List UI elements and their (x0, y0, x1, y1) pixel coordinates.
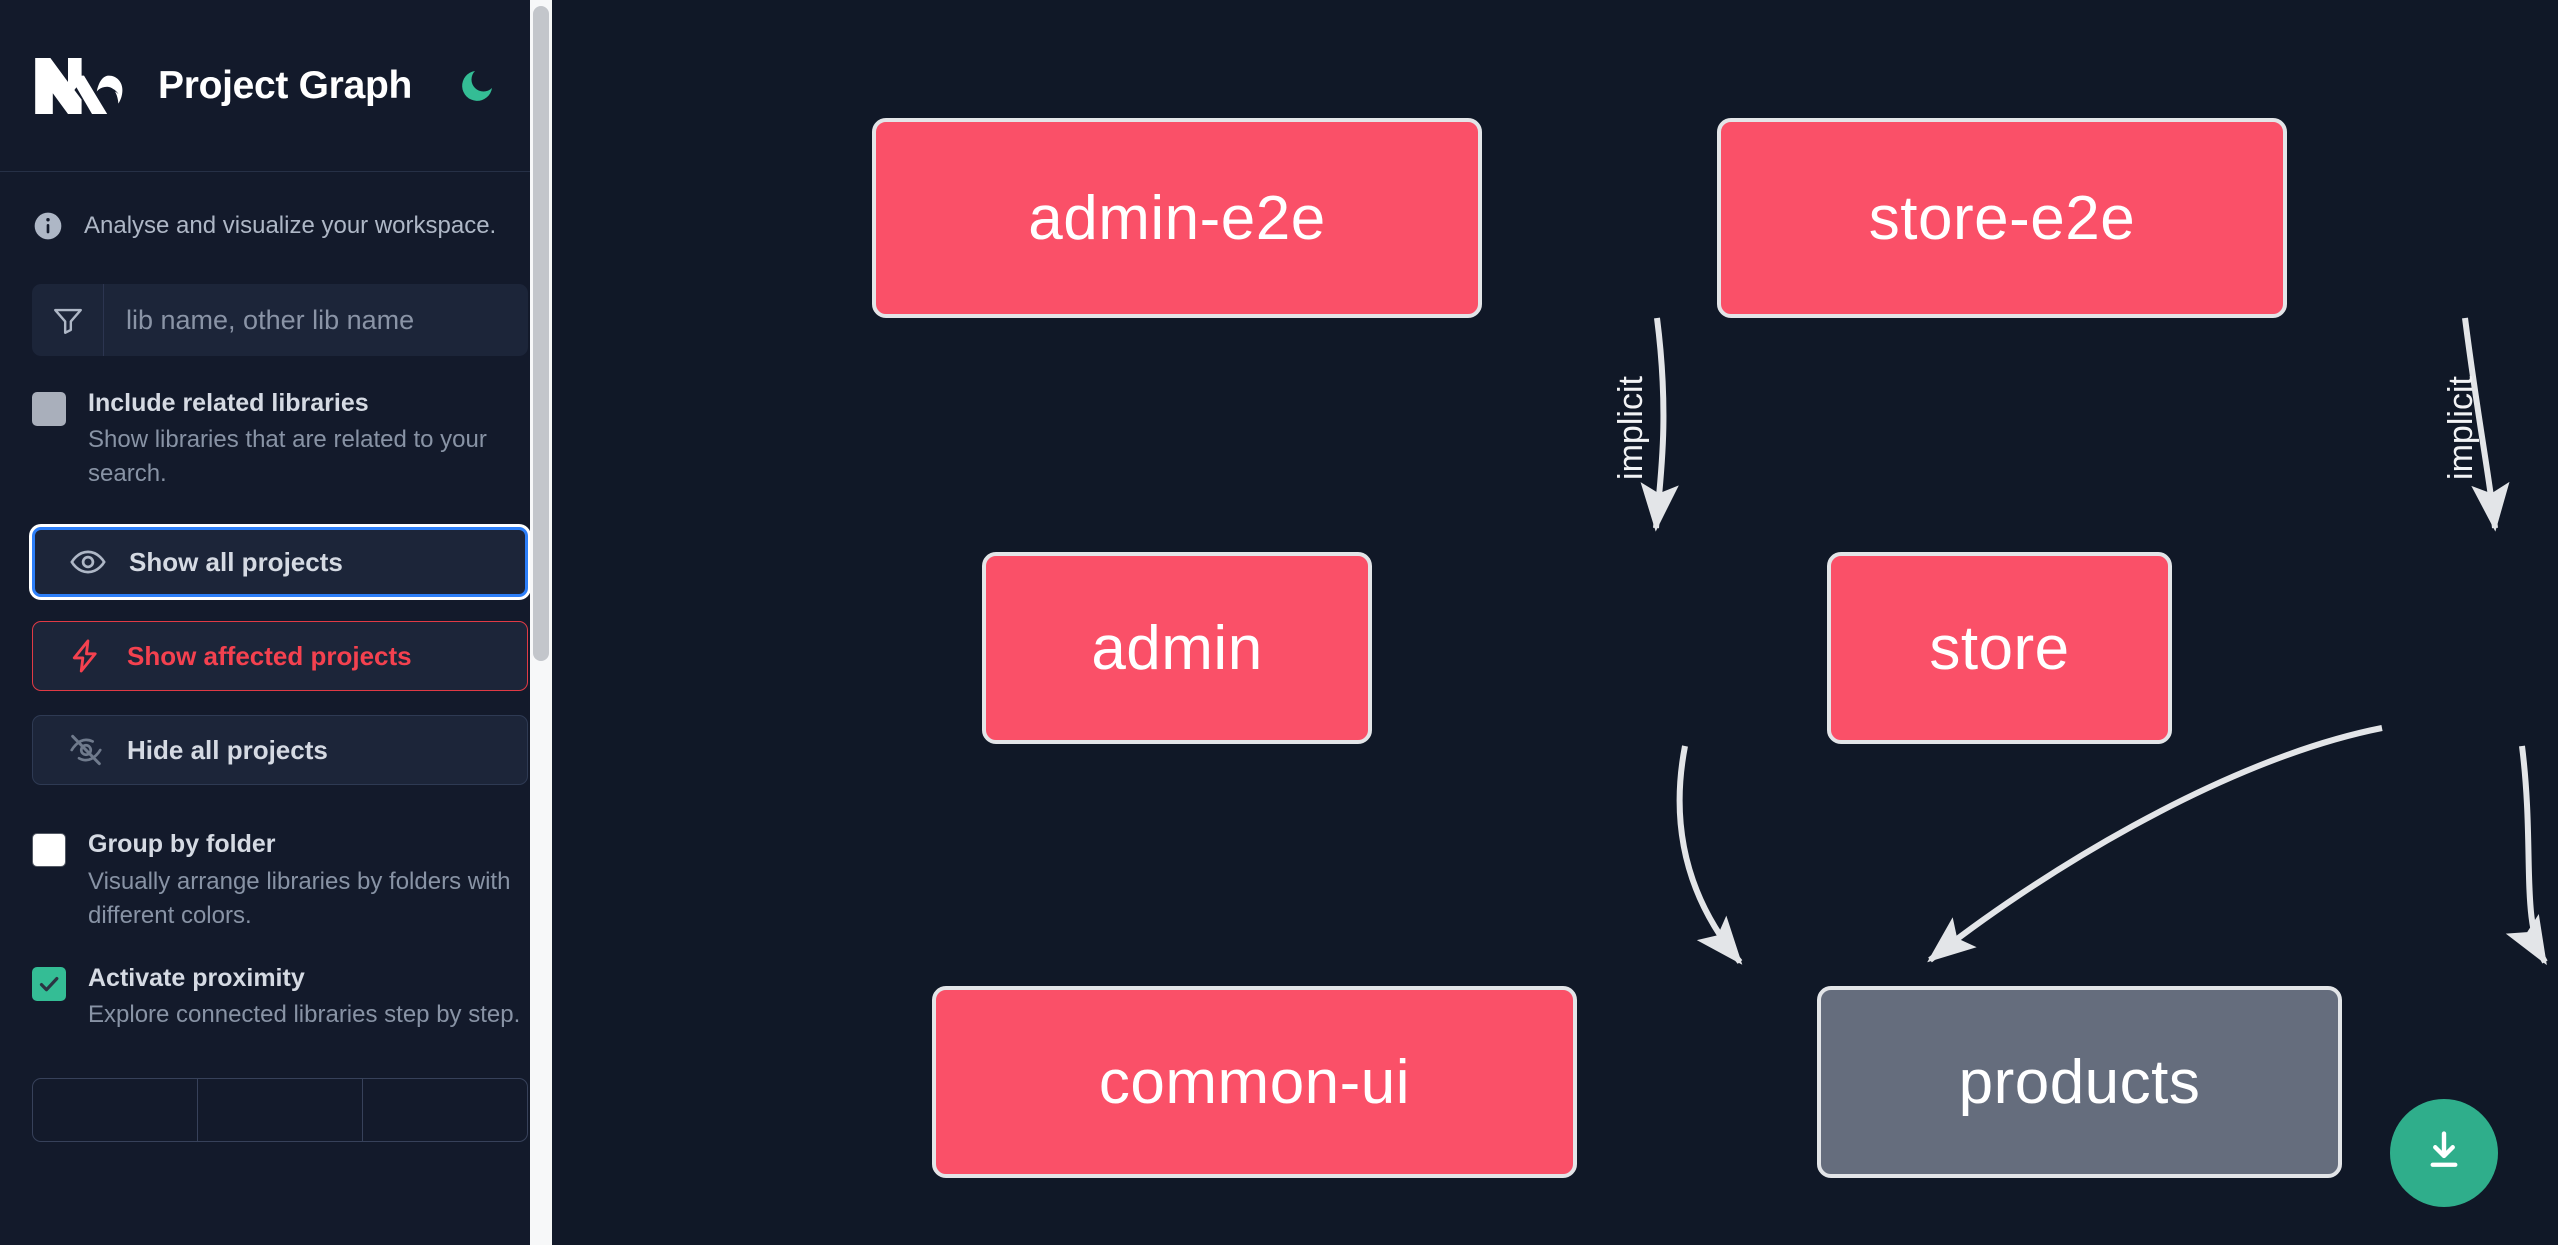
hide-all-projects-button[interactable]: Hide all projects (32, 715, 528, 786)
eye-icon (69, 543, 107, 581)
graph-node-label: products (1958, 1047, 2201, 1117)
graph-canvas[interactable]: implicit implicit admin-e2e store-e2e ad… (560, 0, 2558, 1245)
activate-proximity-checkbox[interactable] (32, 966, 66, 1001)
graph-node-label: store (1929, 613, 2070, 683)
filter-row (0, 242, 560, 356)
segmented-control (32, 1078, 528, 1143)
edge-admin-e2e-to-admin (1640, 317, 1679, 532)
include-related-libraries-checkbox[interactable] (32, 392, 66, 426)
edge-store-to-common-ui (1927, 725, 2383, 963)
info-icon (32, 210, 64, 242)
filter-box (32, 284, 528, 356)
segment-3[interactable] (363, 1079, 527, 1141)
edge-store-to-products (2505, 745, 2548, 966)
graph-action-buttons: Show all projects Show affected projects (0, 491, 560, 786)
segment-1[interactable] (33, 1079, 198, 1142)
segment-2[interactable] (198, 1079, 363, 1142)
moon-icon[interactable] (454, 63, 500, 109)
sidebar-header: Project Graph (0, 0, 560, 172)
checkbox-texts: Activate proximity Explore connected lib… (88, 963, 528, 1032)
eye-off-icon (67, 731, 105, 769)
sidebar-tagline: Analyse and visualize your workspace. (0, 172, 560, 242)
edge-store-e2e-to-store (2462, 317, 2510, 532)
graph-edges: implicit implicit (1612, 317, 2548, 966)
check-icon (39, 976, 59, 992)
include-related-libraries-label: Include related libraries (88, 389, 369, 417)
graph-node-admin[interactable]: admin (982, 552, 1372, 744)
page-title: Project Graph (158, 63, 412, 107)
bolt-icon (67, 637, 105, 675)
hide-all-projects-label: Hide all projects (127, 734, 328, 765)
checkbox-texts: Include related libraries Show libraries… (88, 388, 528, 491)
show-all-projects-label: Show all projects (129, 546, 343, 577)
graph-node-store-e2e[interactable]: store-e2e (1717, 118, 2287, 318)
include-related-libraries-description: Show libraries that are related to your … (88, 426, 487, 488)
edge-admin-to-common-ui (1676, 745, 1743, 965)
graph-node-label: admin (1091, 613, 1263, 683)
funnel-icon (32, 284, 104, 356)
activate-proximity-description: Explore connected libraries step by step… (88, 1001, 521, 1029)
edge-label-implicit-admin: implicit (1612, 376, 1650, 480)
group-by-folder-checkbox[interactable] (32, 833, 66, 868)
segmented-control-wrap (0, 1032, 560, 1143)
group-by-folder-label: Group by folder (88, 830, 276, 859)
checkbox-row-group-by-folder: Group by folder Visually arrange librari… (0, 785, 560, 932)
activate-proximity-label: Activate proximity (88, 963, 305, 992)
nx-logo-icon (32, 53, 128, 119)
graph-node-label: admin-e2e (1028, 183, 1326, 253)
show-all-projects-button[interactable]: Show all projects (32, 527, 528, 598)
sidebar-edge (552, 0, 560, 1245)
checkbox-row-activate-proximity: Activate proximity Explore connected lib… (0, 933, 560, 1032)
checkbox-row-include-related-libraries: Include related libraries Show libraries… (0, 356, 560, 491)
group-by-folder-description: Visually arrange libraries by folders wi… (88, 867, 511, 929)
sidebar-scrollbar[interactable] (530, 0, 552, 1245)
checkbox-texts: Group by folder Visually arrange librari… (88, 829, 528, 932)
download-icon (2419, 1126, 2469, 1181)
edge-label-implicit-store: implicit (2442, 376, 2480, 480)
sidebar: Project Graph Analyse and visualize yo (0, 0, 560, 1245)
graph-node-products[interactable]: products (1817, 986, 2342, 1178)
sidebar-content: Project Graph Analyse and visualize yo (0, 0, 560, 1143)
graph-node-label: store-e2e (1868, 183, 2136, 253)
download-graph-button[interactable] (2390, 1099, 2498, 1207)
show-affected-projects-label: Show affected projects (127, 640, 412, 671)
graph-node-label: common-ui (1098, 1047, 1411, 1117)
sidebar-tagline-text: Analyse and visualize your workspace. (84, 212, 497, 239)
graph-node-store[interactable]: store (1827, 552, 2172, 744)
show-affected-projects-button[interactable]: Show affected projects (32, 621, 528, 692)
graph-node-common-ui[interactable]: common-ui (932, 986, 1577, 1178)
search-input[interactable] (104, 284, 528, 356)
graph-node-admin-e2e[interactable]: admin-e2e (872, 118, 1482, 318)
sidebar-scrollbar-thumb[interactable] (533, 6, 549, 661)
